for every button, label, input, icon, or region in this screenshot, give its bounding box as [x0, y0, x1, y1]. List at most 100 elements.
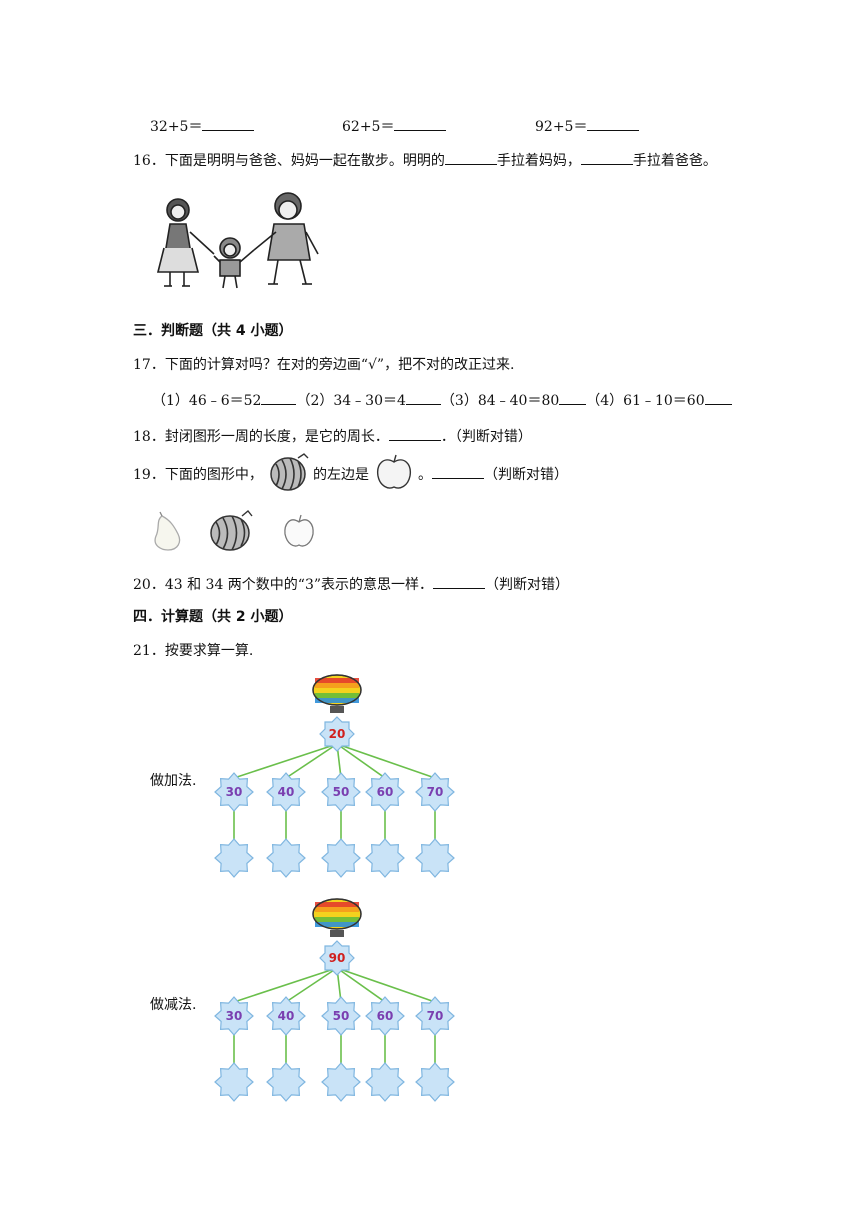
- question-suffix: ．（判断对错）: [440, 429, 532, 445]
- q17-item-1: （1）46﹣6＝52: [152, 393, 262, 409]
- airship-icon: [312, 674, 362, 713]
- sub-node-star: [365, 996, 405, 1036]
- sub-node-star: [321, 996, 361, 1036]
- connector-line: [336, 743, 436, 779]
- sub-answer-star[interactable]: [365, 1062, 405, 1102]
- add-top-number: 20: [329, 727, 346, 741]
- apple-icon: [377, 454, 411, 489]
- question-text: 手拉着妈妈，: [496, 153, 581, 169]
- sub-node-star: [266, 996, 306, 1036]
- question-number: 20．: [133, 577, 165, 593]
- question-text: 43 和 34 两个数中的“3”表示的意思一样．: [164, 577, 434, 593]
- add-node-star: [365, 772, 405, 812]
- answer-blank[interactable]: [405, 390, 441, 405]
- sub-answer-star[interactable]: [266, 1062, 306, 1102]
- question-number: 19．: [133, 467, 165, 483]
- sub-node-star: [415, 996, 455, 1036]
- question-text: 手拉着爸爸。: [632, 153, 717, 169]
- question-21: 21．按要求算一算.: [133, 640, 253, 660]
- question-16: 16．下面是明明与爸爸、妈妈一起在散步。明明的 手拉着妈妈， 手拉着爸爸。: [133, 150, 717, 170]
- add-node-number: 50: [333, 785, 350, 799]
- sub-top-number: 90: [329, 951, 346, 965]
- answer-blank[interactable]: [444, 150, 497, 165]
- add-answer-star[interactable]: [266, 838, 306, 878]
- sub-node-star: [214, 996, 254, 1036]
- sub-node-number: 30: [226, 1009, 243, 1023]
- add-answer-star[interactable]: [321, 838, 361, 878]
- question-19: 19．下面的图形中，: [133, 464, 263, 484]
- q17-item-3: （3）84﹣40＝80: [440, 393, 560, 409]
- connector-line: [285, 967, 338, 1003]
- answer-blank[interactable]: [202, 116, 255, 131]
- question-20: 20．43 和 34 两个数中的“3”表示的意思一样． （判断对错）: [133, 574, 569, 594]
- section-4-title: 四．计算题（共 2 小题）: [133, 609, 293, 625]
- sub-answer-star[interactable]: [415, 1062, 455, 1102]
- question-18: 18．封闭图形一周的长度，是它的周长． ．（判断对错）: [133, 426, 532, 446]
- watermelon-icon: [270, 453, 309, 491]
- question-suffix: （判断对错）: [484, 467, 568, 483]
- question-text: 。: [418, 467, 432, 483]
- add-answer-star[interactable]: [365, 838, 405, 878]
- q15-item-2: 62+5＝: [342, 116, 447, 136]
- question-number: 18．: [133, 429, 165, 445]
- q15-expr-3: 92+5＝: [535, 119, 588, 135]
- answer-blank[interactable]: [580, 150, 633, 165]
- answer-blank[interactable]: [261, 390, 297, 405]
- question-19-tail: 。 （判断对错）: [418, 464, 568, 484]
- q15-item-3: 92+5＝: [535, 116, 640, 136]
- answer-blank[interactable]: [388, 426, 441, 441]
- add-node-number: 70: [427, 785, 444, 799]
- answer-blank[interactable]: [559, 390, 587, 405]
- q17-item-4: （4）61﹣10＝60: [586, 393, 705, 409]
- question-number: 17．: [133, 357, 165, 373]
- connector-line: [233, 743, 338, 779]
- connector-line: [336, 967, 436, 1003]
- q15-item-1: 32+5＝: [150, 116, 255, 136]
- q15-expr-2: 62+5＝: [342, 119, 395, 135]
- answer-blank[interactable]: [704, 390, 732, 405]
- sub-answer-star[interactable]: [214, 1062, 254, 1102]
- add-answer-star[interactable]: [415, 838, 455, 878]
- question-text: 封闭图形一周的长度，是它的周长．: [164, 429, 389, 445]
- airship-icon: [312, 898, 362, 937]
- answer-blank[interactable]: [587, 116, 640, 131]
- connector-line: [336, 967, 386, 1003]
- sub-node-number: 70: [427, 1009, 444, 1023]
- question-text: 下面的图形中，: [164, 467, 263, 483]
- sub-node-number: 60: [377, 1009, 394, 1023]
- answer-blank[interactable]: [433, 574, 486, 589]
- add-node-star: [266, 772, 306, 812]
- add-node-star: [321, 772, 361, 812]
- q17-items: （1）46﹣6＝52 （2）34﹣30＝4 （3）84﹣40＝80 （4）61﹣10＝…: [152, 390, 732, 410]
- question-text: 下面是明明与爸爸、妈妈一起在散步。明明的: [164, 153, 445, 169]
- add-answer-star[interactable]: [214, 838, 254, 878]
- watermelon-icon: [210, 510, 253, 551]
- subtraction-label: 做减法.: [150, 997, 197, 1013]
- answer-blank[interactable]: [432, 464, 484, 479]
- q19-text-b: 的左边是: [313, 467, 369, 483]
- subtraction-tree-diagram: 90 30 40 50 60 70: [214, 898, 455, 1102]
- q15-expr-1: 32+5＝: [150, 119, 203, 135]
- add-node-number: 30: [226, 785, 243, 799]
- add-node-number: 40: [278, 785, 295, 799]
- sub-node-number: 40: [278, 1009, 295, 1023]
- connector-line: [285, 743, 338, 779]
- sub-answer-star[interactable]: [321, 1062, 361, 1102]
- connector-line: [336, 743, 386, 779]
- q17-item-2: （2）34﹣30＝4: [296, 393, 406, 409]
- sub-top-star: [319, 940, 355, 976]
- question-text: 下面的计算对吗？在对的旁边画“√”，把不对的改正过来.: [164, 357, 515, 373]
- question-suffix: （判断对错）: [485, 577, 570, 593]
- apple-icon: [284, 514, 314, 547]
- question-text: 按要求算一算.: [164, 643, 254, 659]
- section-3-title: 三．判断题（共 4 小题）: [133, 323, 293, 339]
- sub-node-number: 50: [333, 1009, 350, 1023]
- question-number: 16．: [133, 153, 165, 169]
- add-node-number: 60: [377, 785, 394, 799]
- add-node-star: [415, 772, 455, 812]
- addition-tree-diagram: 20 30 40 50 60 70: [214, 674, 455, 878]
- answer-blank[interactable]: [394, 116, 447, 131]
- question-number: 21．: [133, 643, 165, 659]
- family-walking-illustration: [156, 192, 319, 289]
- pear-icon: [154, 511, 181, 551]
